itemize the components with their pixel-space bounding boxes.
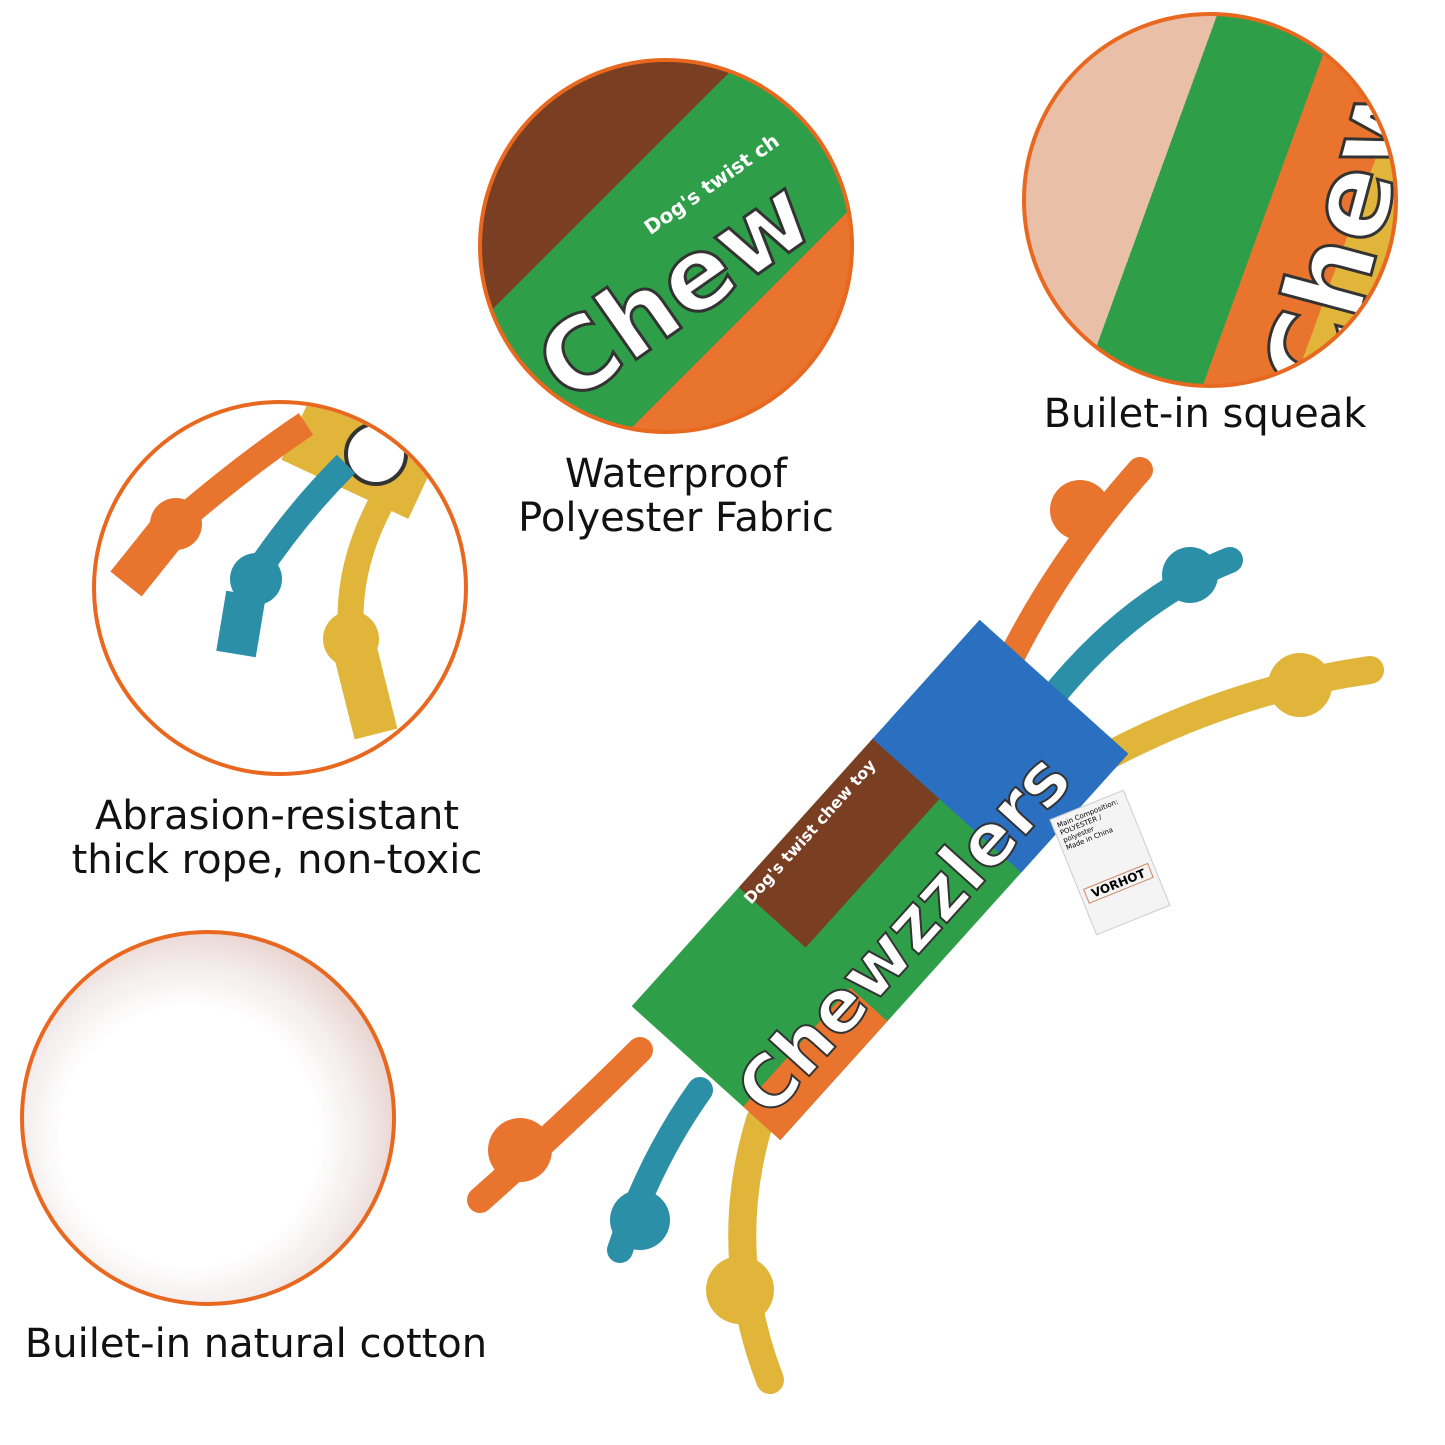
squeak-photo: Chew [1022,12,1398,388]
caption-squeak: Builet-in squeak [1043,391,1367,437]
ropes-top [997,457,1384,774]
tag-brand: VORHOT [1082,862,1154,904]
toy-body [631,619,1129,1141]
caption-cotton: Builet-in natural cotton [24,1321,488,1367]
caption-line: thick rope, non-toxic [71,837,483,883]
rope-photo [92,400,468,776]
waterproof-fabric-photo: Dog's twist ch Chew [478,58,854,434]
cotton-photo [20,930,396,1306]
caption-line: Polyester Fabric [518,495,834,541]
caption-line: Abrasion-resistant [94,793,460,839]
ropes-bottom [467,1037,784,1394]
rope-closeup-drawing [110,404,455,740]
caption-line: Waterproof [564,451,788,497]
